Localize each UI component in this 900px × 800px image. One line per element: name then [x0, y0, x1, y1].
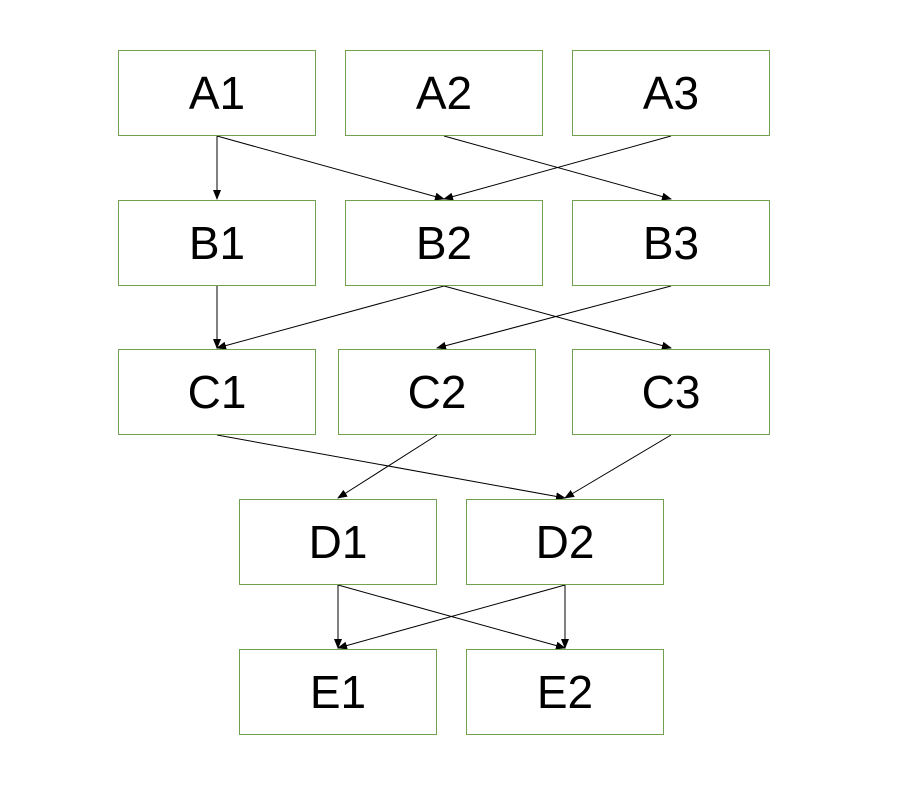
edge-d2-e1	[337, 584, 566, 650]
node-d2-label: D2	[535, 516, 595, 568]
edge-b3-c2	[436, 285, 672, 350]
edge-c1-d2	[216, 434, 566, 501]
node-c2: C2	[338, 349, 536, 435]
node-a1: A1	[118, 50, 316, 136]
edge-a1-b2	[216, 135, 445, 201]
node-b1-label: B1	[188, 217, 246, 269]
node-d1: D1	[239, 499, 437, 585]
node-e2-label: E2	[536, 666, 594, 718]
edge-b2-c1	[216, 285, 445, 350]
node-a1-label: A1	[188, 67, 246, 119]
node-a3-label: A3	[642, 67, 700, 119]
node-b2: B2	[345, 200, 543, 286]
edge-c2-d1	[337, 434, 438, 499]
edge-a3-b2	[443, 135, 672, 201]
node-b2-label: B2	[415, 217, 473, 269]
node-a2: A2	[345, 50, 543, 136]
edge-b2-c3	[443, 285, 672, 350]
node-e1: E1	[239, 649, 437, 735]
node-c3-label: C3	[641, 366, 701, 418]
node-b1: B1	[118, 200, 316, 286]
node-a3: A3	[572, 50, 770, 136]
node-c1-label: C1	[187, 366, 247, 418]
node-d1-label: D1	[308, 516, 368, 568]
node-a2-label: A2	[415, 67, 473, 119]
node-b3: B3	[572, 200, 770, 286]
node-e1-label: E1	[309, 666, 367, 718]
node-c3: C3	[572, 349, 770, 435]
edge-c3-d2	[564, 434, 672, 499]
node-b3-label: B3	[642, 217, 700, 269]
node-d2: D2	[466, 499, 664, 585]
node-e2: E2	[466, 649, 664, 735]
node-c1: C1	[118, 349, 316, 435]
node-c2-label: C2	[407, 366, 467, 418]
